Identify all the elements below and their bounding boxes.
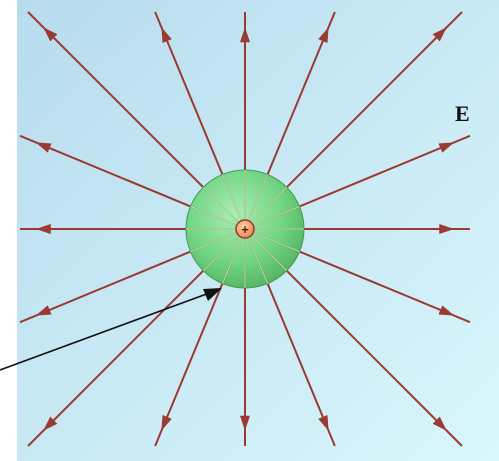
pointer-arrow-icon	[0, 288, 222, 371]
field-line-arrowhead	[318, 27, 329, 43]
field-line-inner	[202, 186, 240, 224]
field-line-inner	[190, 231, 237, 253]
field-line-arrowhead	[43, 416, 58, 431]
field-line-arrowhead	[432, 27, 447, 42]
field-line-inner	[250, 234, 288, 272]
positive-point-charge-icon: +	[235, 219, 255, 239]
field-line-arrowhead	[161, 415, 172, 431]
field-line-arrowhead	[35, 305, 52, 316]
field-line-inner	[221, 237, 243, 284]
field-line-arrowhead	[432, 416, 447, 431]
field-lines-inside-sphere	[186, 170, 304, 288]
field-line-inner	[190, 205, 237, 227]
field-line-inner	[202, 234, 240, 272]
field-line-inner	[247, 237, 269, 284]
charge-sign: +	[241, 222, 249, 237]
field-line-arrowhead	[43, 27, 58, 42]
field-line-inner	[221, 174, 243, 221]
field-line-arrowhead	[35, 142, 52, 153]
field-line-arrowhead	[439, 224, 455, 234]
field-line-arrowhead	[240, 415, 250, 431]
field-line-inner	[250, 186, 288, 224]
field-line-arrowhead	[318, 415, 329, 431]
field-line-inner	[253, 205, 300, 227]
field-line-arrowhead	[438, 305, 455, 316]
field-line-arrowhead	[240, 27, 250, 43]
field-line-arrowhead	[35, 224, 51, 234]
field-line-arrowhead	[161, 27, 172, 43]
field-line-inner	[253, 231, 300, 253]
field-label: E	[455, 101, 470, 126]
field-line-arrowhead	[438, 142, 455, 153]
field-line-inner	[247, 174, 269, 221]
